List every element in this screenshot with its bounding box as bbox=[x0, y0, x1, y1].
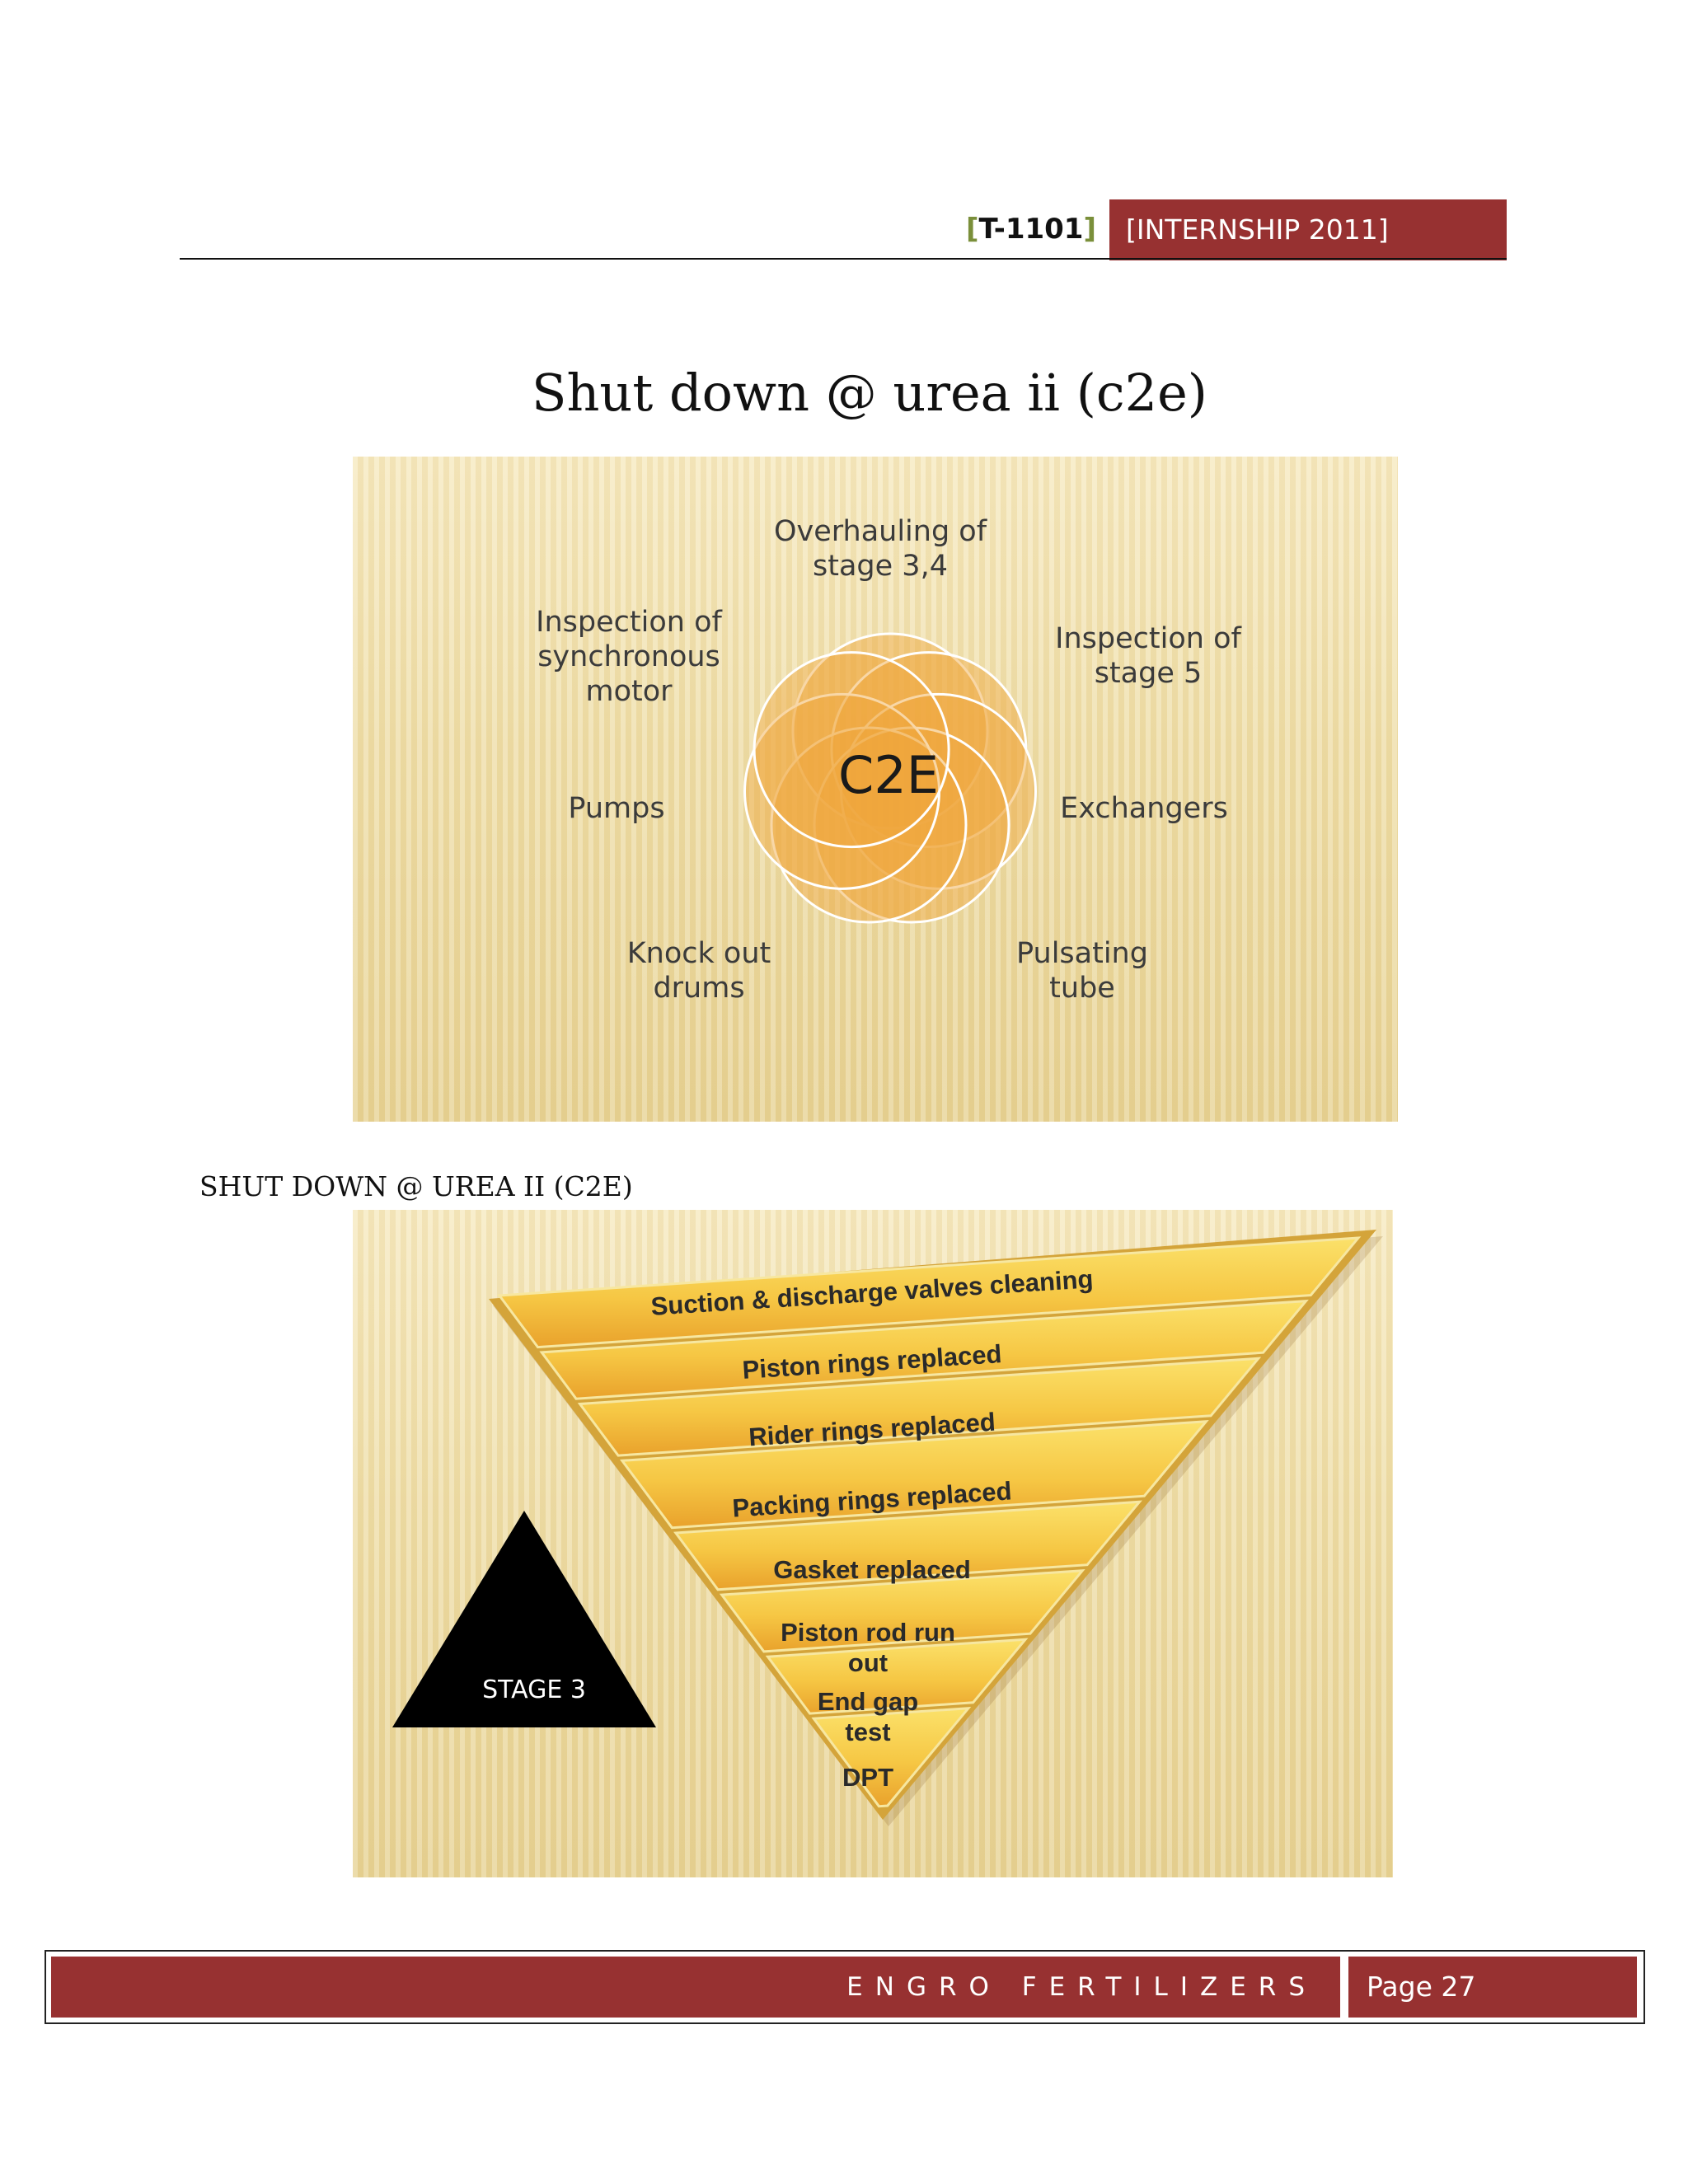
item-inspection-stage5: Inspection of stage 5 bbox=[1055, 622, 1241, 690]
petal-5 bbox=[770, 726, 968, 924]
pyramid-tier-5 bbox=[673, 1500, 1142, 1591]
document-code: [T-1101] bbox=[956, 206, 1096, 252]
item-pulsating-tube: Pulsating tube bbox=[1016, 937, 1148, 1005]
pyramid-tier-4 bbox=[619, 1419, 1209, 1530]
pyramid-tier-6 bbox=[719, 1568, 1085, 1653]
item-knock-out-drums: Knock out drums bbox=[626, 937, 771, 1005]
page-title: Shut down @ urea ii (c2e) bbox=[532, 363, 1207, 423]
pyramid-tier-2 bbox=[539, 1299, 1309, 1400]
item-inspection-motor: Inspection of synchronous motor bbox=[536, 606, 722, 708]
pyramid-tier-1 bbox=[497, 1236, 1362, 1349]
footer-frame bbox=[45, 1950, 1645, 2024]
code-bracket-close: ] bbox=[1083, 213, 1096, 246]
item-exchangers: Exchangers bbox=[1060, 792, 1228, 825]
slide-stage3-tasks: Suction & discharge valves cleaning Pist… bbox=[353, 1210, 1393, 1877]
petal-7 bbox=[753, 651, 950, 849]
flower-petals bbox=[743, 632, 1037, 924]
pyramid-tier-3 bbox=[577, 1357, 1262, 1457]
pyramid-tiers bbox=[497, 1236, 1362, 1808]
center-label: C2E bbox=[838, 745, 939, 805]
pyramid-tier-8 bbox=[811, 1706, 972, 1808]
flower-diagram bbox=[743, 632, 1037, 924]
footer-company: ENGRO FERTILIZERS bbox=[846, 1972, 1317, 2002]
tier-label-8: DPT bbox=[842, 1763, 893, 1792]
item-pumps: Pumps bbox=[568, 792, 665, 825]
footer-bar bbox=[51, 1957, 1340, 2018]
stage-label: STAGE 3 bbox=[482, 1675, 586, 1704]
pyramid-diagram bbox=[392, 1230, 1383, 1826]
section-caption: SHUT DOWN @ UREA II (C2E) bbox=[199, 1170, 633, 1202]
slide-c2e-overview: Overhauling of stage 3,4 Inspection of s… bbox=[353, 457, 1398, 1122]
internship-tag: [INTERNSHIP 2011] bbox=[1109, 199, 1507, 260]
item-overhauling: Overhauling of stage 3,4 bbox=[773, 515, 987, 583]
header-rule bbox=[180, 258, 1507, 260]
tier-label-7: End gap test bbox=[817, 1687, 919, 1746]
stage-triangle bbox=[392, 1511, 656, 1727]
code-bracket-open: [ bbox=[965, 213, 979, 246]
tier-label-5: Gasket replaced bbox=[773, 1555, 971, 1584]
code-text: T-1101 bbox=[978, 213, 1084, 246]
tier-label-6: Piston rod run out bbox=[781, 1618, 955, 1677]
pyramid-tier-7 bbox=[765, 1638, 1029, 1715]
footer-page-number: Page 27 bbox=[1348, 1957, 1637, 2018]
